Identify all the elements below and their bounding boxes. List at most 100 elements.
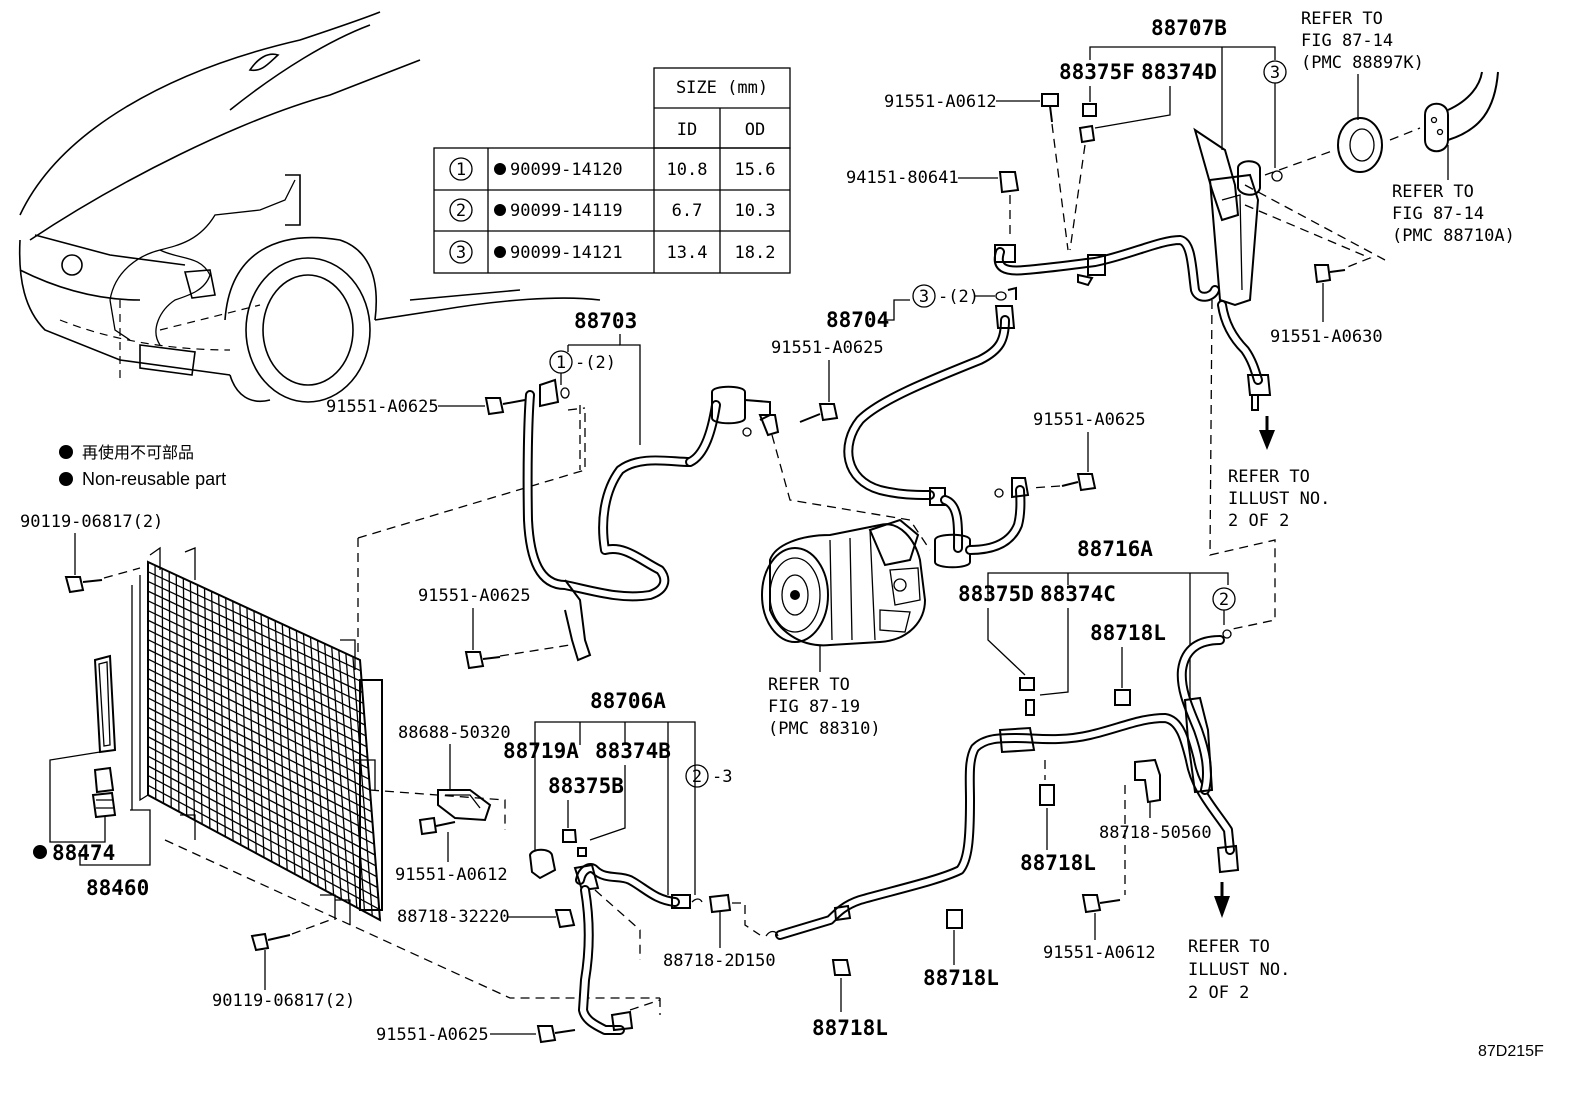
refer-87-14-a-line1: REFER TO bbox=[1301, 9, 1383, 29]
label-88707B: 88707B bbox=[1151, 16, 1227, 40]
clamp-88718L-a: 88718L bbox=[1090, 621, 1166, 706]
label-88704: 88704 bbox=[826, 308, 889, 332]
non-reusable-dot-icon bbox=[33, 845, 47, 859]
bolt-91551-A0625-c: 91551-A0625 bbox=[771, 338, 884, 423]
bolt-91551-A0612-bottom: 91551-A0612 bbox=[1043, 894, 1156, 963]
hose-88704: 88704 3 -(2) bbox=[826, 284, 1030, 569]
label-88460: 88460 bbox=[86, 876, 149, 900]
label-88706A: 88706A bbox=[590, 689, 666, 713]
refer-87-14-a: REFER TO FIG 87-14 (PMC 88897K) bbox=[1301, 9, 1424, 173]
size-row-3-od: 18.2 bbox=[735, 243, 776, 263]
refer-illust-a-line3: 2 OF 2 bbox=[1228, 511, 1289, 531]
size-row-2-part: 90099-14119 bbox=[510, 201, 623, 221]
refer-87-14-b-line2: FIG 87-14 bbox=[1392, 204, 1484, 224]
bolt-91551-A0612-top: 91551-A0612 bbox=[884, 92, 1069, 251]
label-88688-50320: 88688-50320 bbox=[398, 723, 511, 743]
label-91551-A0625-d: 91551-A0625 bbox=[1033, 410, 1146, 430]
refer-illust-a-line1: REFER TO bbox=[1228, 467, 1310, 487]
label-91551-A0612-top: 91551-A0612 bbox=[884, 92, 997, 112]
label-88718-2D150: 88718-2D150 bbox=[663, 951, 776, 971]
label-91551-A0630: 91551-A0630 bbox=[1270, 327, 1383, 347]
bracket-88718-50560: 88718-50560 bbox=[1099, 758, 1212, 895]
refer-87-19-line1: REFER TO bbox=[768, 675, 850, 695]
label-90119-06817-bottom: 90119-06817(2) bbox=[212, 991, 355, 1011]
legend: 再使用不可部品 Non-reusable part bbox=[59, 444, 226, 489]
label-88716A: 88716A bbox=[1077, 537, 1153, 561]
refer-illust-a: REFER TO ILLUST NO. 2 OF 2 bbox=[1209, 299, 1330, 631]
label-88474: 88474 bbox=[52, 841, 115, 865]
size-row-3-part: 90099-14121 bbox=[510, 243, 623, 263]
clamp-88718-32220: 88718-32220 bbox=[397, 907, 576, 929]
size-row-2-od: 10.3 bbox=[735, 201, 776, 221]
circle-2-88706A: 2 bbox=[692, 767, 702, 787]
label-91551-A0625-a: 91551-A0625 bbox=[326, 397, 439, 417]
label-94151-80641: 94151-80641 bbox=[846, 168, 959, 188]
size-table-col-id: ID bbox=[677, 120, 697, 140]
nut-94151-80641: 94151-80641 bbox=[846, 168, 1020, 240]
bolt-91551-A0625-a: 91551-A0625 bbox=[326, 397, 526, 417]
label-91551-A0612-mid: 91551-A0612 bbox=[395, 865, 508, 885]
legend-en: Non-reusable part bbox=[82, 469, 226, 489]
clamp-88718L-d: 88718L bbox=[812, 959, 888, 1040]
clamp-88718-2D150: 88718-2D150 bbox=[663, 893, 776, 971]
bracket-88688-50320: 88688-50320 91551-A0612 bbox=[395, 723, 511, 885]
circle-2-88706A-qty: -3 bbox=[712, 767, 732, 787]
label-88374B: 88374B bbox=[595, 739, 671, 763]
bolt-90119-06817-bottom: 90119-06817(2) bbox=[212, 919, 355, 1011]
circle-3-88707B: 3 bbox=[1270, 63, 1280, 83]
condenser-88460 bbox=[49, 546, 383, 925]
label-88719A: 88719A bbox=[503, 739, 579, 763]
bolt-91551-A0625-e: 91551-A0625 bbox=[376, 1025, 576, 1045]
circle-1-88703: 1 bbox=[556, 353, 566, 373]
bolt-91551-A0625-d: 91551-A0625 bbox=[1029, 410, 1146, 492]
refer-87-14-a-line3: (PMC 88897K) bbox=[1301, 53, 1424, 73]
refer-illust-a-line2: ILLUST NO. bbox=[1228, 489, 1330, 509]
non-reusable-dot-icon bbox=[59, 445, 73, 459]
size-row-1-id: 10.8 bbox=[667, 160, 708, 180]
circle-3-88704: 3 bbox=[919, 287, 929, 307]
label-88718-50560: 88718-50560 bbox=[1099, 823, 1212, 843]
label-88718L-d: 88718L bbox=[812, 1016, 888, 1040]
refer-87-19-line2: FIG 87-19 bbox=[768, 697, 860, 717]
circle-1-qty: -(2) bbox=[575, 353, 616, 373]
label-88718L-a: 88718L bbox=[1090, 621, 1166, 645]
size-table: SIZE (mm) ID OD 1 90099-14120 10.8 15.6 … bbox=[433, 67, 791, 274]
refer-87-14-b-line3: (PMC 88710A) bbox=[1392, 226, 1515, 246]
hose-88703: 88703 1 -(2) bbox=[522, 309, 780, 662]
arrow-down-icon bbox=[1259, 430, 1275, 450]
size-row-1-part: 90099-14120 bbox=[510, 160, 623, 180]
label-88718L-c: 88718L bbox=[923, 966, 999, 990]
label-91551-A0612-bottom: 91551-A0612 bbox=[1043, 943, 1156, 963]
circle-2-88716A: 2 bbox=[1219, 590, 1229, 610]
refer-illust-b: REFER TO ILLUST NO. 2 OF 2 bbox=[1188, 882, 1290, 1003]
hose-88706A: 88706A 88719A 88374B 88375B 2 -3 bbox=[503, 689, 732, 1035]
size-row-3-num: 3 bbox=[456, 243, 466, 263]
label-88375F: 88375F bbox=[1059, 60, 1135, 84]
label-91551-A0625-e: 91551-A0625 bbox=[376, 1025, 489, 1045]
size-row-3-id: 13.4 bbox=[667, 243, 708, 263]
vehicle-front-sketch bbox=[18, 11, 601, 403]
size-row-2-id: 6.7 bbox=[672, 201, 703, 221]
refer-87-19-line3: (PMC 88310) bbox=[768, 719, 881, 739]
bolt-91551-A0625-b: 91551-A0625 bbox=[418, 586, 571, 670]
circle-3-88704-qty: -(2) bbox=[938, 287, 979, 307]
refer-87-14-b: REFER TO FIG 87-14 (PMC 88710A) bbox=[1392, 71, 1515, 246]
refer-87-14-a-line2: FIG 87-14 bbox=[1301, 31, 1393, 51]
non-reusable-dot-icon bbox=[59, 472, 73, 486]
size-row-2-num: 2 bbox=[456, 201, 466, 221]
label-88703: 88703 bbox=[574, 309, 637, 333]
label-88374D: 88374D bbox=[1141, 60, 1217, 84]
refer-illust-b-line2: ILLUST NO. bbox=[1188, 960, 1290, 980]
label-88374C: 88374C bbox=[1040, 582, 1116, 606]
hose-88707B: 88707B 88375F 88374D 3 bbox=[993, 16, 1287, 411]
label-88375B: 88375B bbox=[548, 774, 624, 798]
size-row-1-num: 1 bbox=[456, 160, 466, 180]
figure-code: 87D215F bbox=[1478, 1043, 1544, 1060]
refer-illust-b-line3: 2 OF 2 bbox=[1188, 983, 1249, 1003]
size-row-1-od: 15.6 bbox=[735, 160, 776, 180]
legend-jp: 再使用不可部品 bbox=[82, 444, 194, 462]
clamp-88718L-c: 88718L bbox=[923, 909, 999, 990]
refer-illust-b-line1: REFER TO bbox=[1188, 937, 1270, 957]
